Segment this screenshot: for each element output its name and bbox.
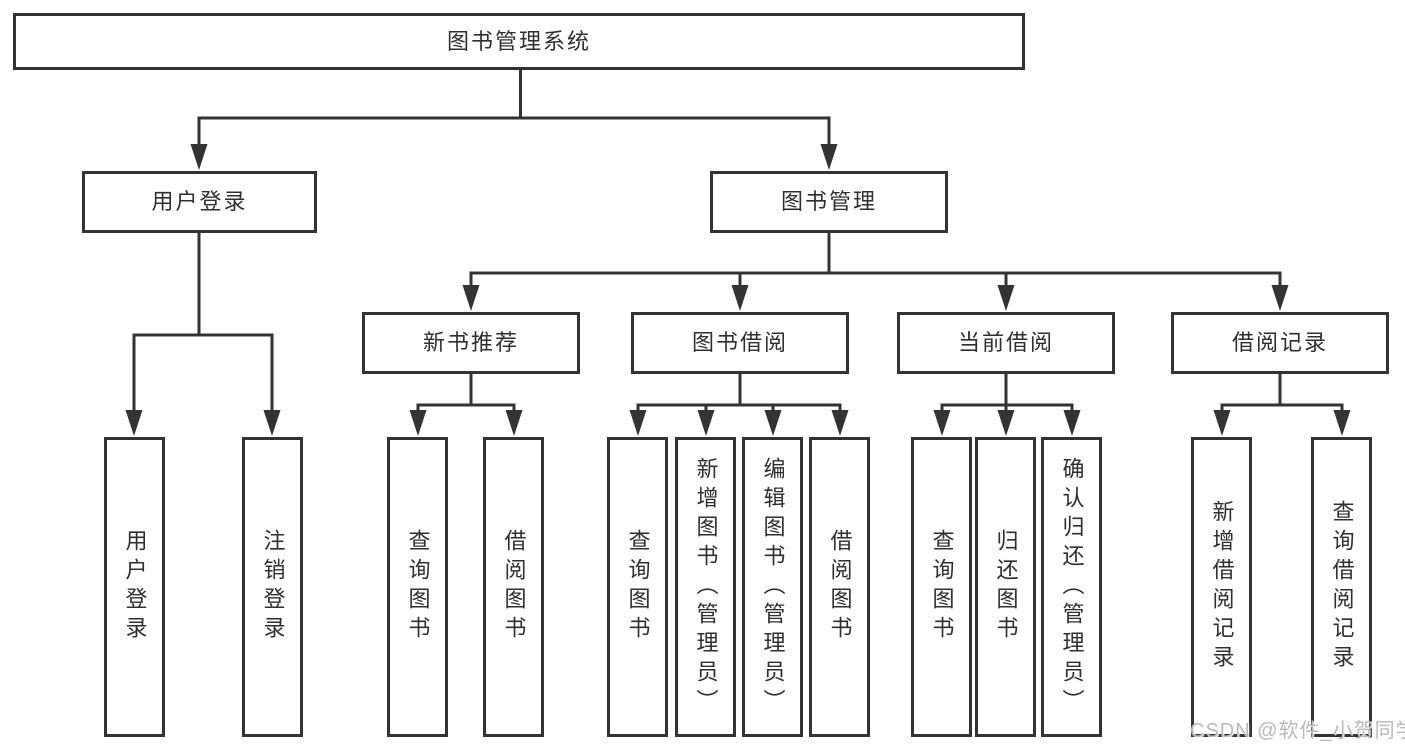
node-borrow-records: 借阅记录 [1171,312,1389,374]
leaf-query-books-recommend: 查询图书 [387,437,448,737]
leaf-query-books-borrow: 查询图书 [607,437,668,737]
leaf-add-book-admin: 新增图书（管理员） [675,437,736,737]
node-book-management: 图书管理 [710,171,948,233]
node-current-borrow: 当前借阅 [897,312,1115,374]
leaf-edit-book-admin: 编辑图书（管理员） [742,437,803,737]
leaf-query-borrow-record: 查询借阅记录 [1311,437,1372,737]
leaf-add-borrow-record: 新增借阅记录 [1191,437,1252,737]
node-new-book-recommend: 新书推荐 [362,312,580,374]
leaf-logout: 注销登录 [242,437,303,737]
leaf-return-book: 归还图书 [975,437,1036,737]
csdn-watermark: CSDN @软件_小贺同学 [1190,720,1405,742]
leaf-user-login: 用户登录 [104,437,165,737]
node-user-login: 用户登录 [82,171,317,233]
leaf-borrow-books: 借阅图书 [809,437,870,737]
leaf-confirm-return-admin: 确认归还（管理员） [1041,437,1102,737]
node-book-borrow: 图书借阅 [631,312,849,374]
leaf-query-books-current: 查询图书 [911,437,972,737]
node-root: 图书管理系统 [13,13,1025,70]
leaf-borrow-books-recommend: 借阅图书 [483,437,544,737]
